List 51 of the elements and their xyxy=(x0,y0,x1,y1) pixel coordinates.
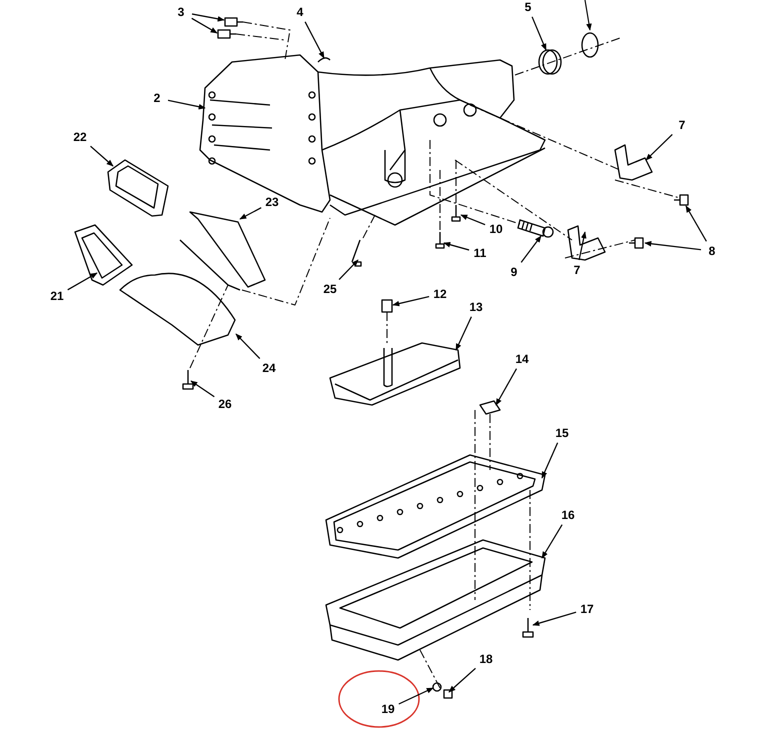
leader-line xyxy=(685,205,707,242)
leader-line xyxy=(398,687,434,705)
leader-line xyxy=(644,240,702,250)
callout-number: 17 xyxy=(579,602,595,616)
callout-number: 13 xyxy=(468,300,484,314)
leader-line xyxy=(455,316,472,351)
callout-number: 22 xyxy=(72,130,88,144)
callout-number: 25 xyxy=(322,282,338,296)
callout-number: 10 xyxy=(488,222,504,236)
callout-number: 15 xyxy=(554,426,570,440)
leader-line xyxy=(338,260,358,280)
leader-line xyxy=(304,22,325,59)
callout-number: 19 xyxy=(380,702,396,716)
leader-line xyxy=(236,334,260,360)
leader-line xyxy=(191,18,218,34)
callout-number: 24 xyxy=(261,361,277,375)
leader-line xyxy=(541,524,563,559)
callout-number: 3 xyxy=(176,5,186,19)
leader-line xyxy=(532,16,547,51)
callout-number: 9 xyxy=(510,265,518,279)
leader-line xyxy=(448,668,476,692)
callout-number: 23 xyxy=(264,195,280,209)
leader-line xyxy=(532,612,576,626)
callout-number: 18 xyxy=(478,652,494,666)
callout-number: 12 xyxy=(432,287,448,301)
leader-line xyxy=(443,242,470,251)
callout-number: 2 xyxy=(152,91,162,105)
leader-line xyxy=(646,134,673,160)
leader-line xyxy=(460,214,486,226)
callout-number: 4 xyxy=(296,5,304,19)
leader-line xyxy=(67,272,98,290)
callout-number: 11 xyxy=(472,246,488,260)
leader-line xyxy=(520,235,542,263)
callout-number: 7 xyxy=(678,118,686,132)
callout-number: 21 xyxy=(49,289,65,303)
leader-line xyxy=(90,146,114,166)
leader-line xyxy=(495,368,518,406)
callout-number: 14 xyxy=(514,352,530,366)
callout-number: 5 xyxy=(524,0,532,14)
leader-line xyxy=(541,442,558,479)
callout-number: 16 xyxy=(560,508,576,522)
leader-line xyxy=(190,380,215,398)
leader-line xyxy=(192,13,225,22)
callout-number: 26 xyxy=(217,397,233,411)
callout-number: 8 xyxy=(708,244,716,258)
leader-line xyxy=(392,296,430,306)
callout-number: 7 xyxy=(572,263,582,277)
stud-drawing xyxy=(517,219,554,238)
leader-line xyxy=(578,231,586,260)
leader-line xyxy=(168,100,206,110)
leader-line xyxy=(239,207,262,220)
